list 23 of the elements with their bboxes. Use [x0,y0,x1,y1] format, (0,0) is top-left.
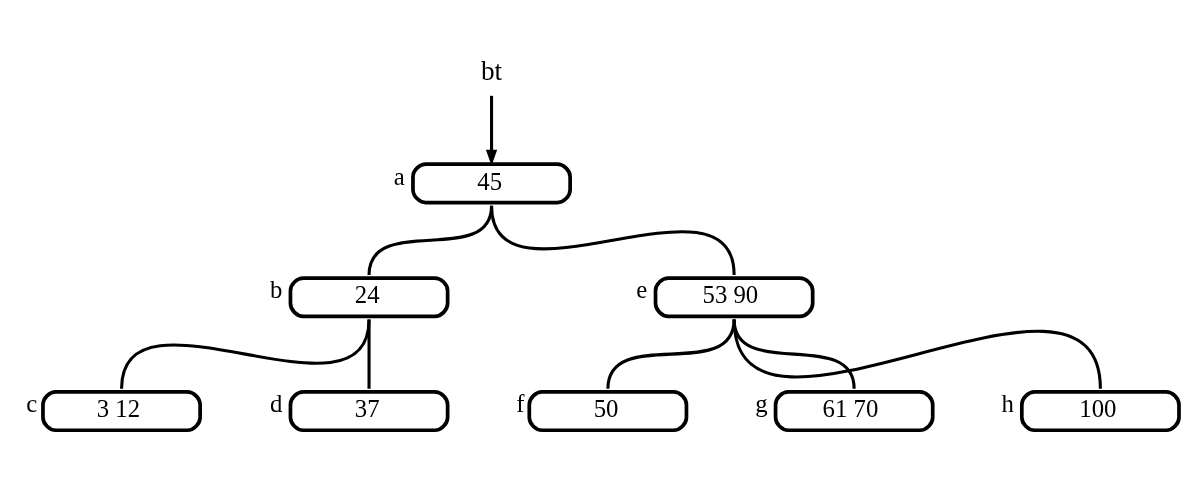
node-box: 37 [288,389,450,432]
arrow [485,95,498,166]
connector [367,319,371,389]
node-label: f [516,389,525,417]
node-label: g [755,389,768,417]
node-label: c [26,389,38,417]
connector [120,318,371,389]
node-box: 45 [411,161,572,204]
connector [732,318,1102,389]
node-box: 24 [288,275,450,318]
node-box: 53 90 [653,275,815,318]
node-box: 50 [527,389,689,432]
node-label: e [636,275,648,303]
node-box: 61 70 [773,389,935,432]
node-box: 100 [1019,389,1181,432]
node-label: h [1001,389,1014,417]
connector [490,204,736,275]
node-label: b [270,275,283,303]
connector [606,318,736,389]
node-label: a [393,162,405,190]
node-box: 3 12 [41,389,202,432]
node-text: bt [480,55,503,86]
node-label: d [270,389,283,417]
